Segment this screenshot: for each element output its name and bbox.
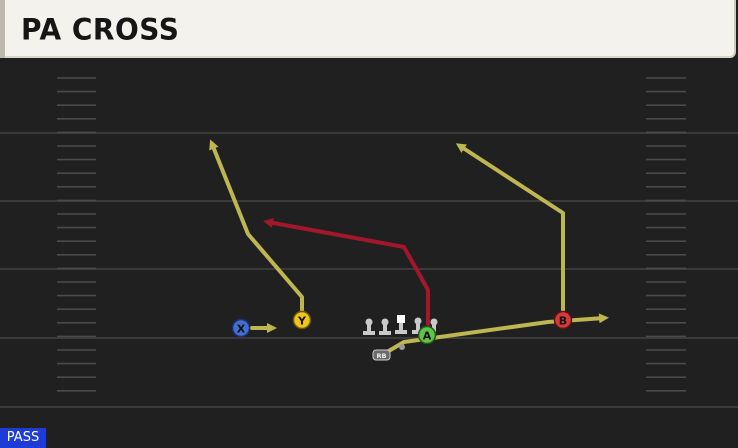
lineman-icon — [379, 318, 391, 335]
lineman-icon — [363, 318, 375, 335]
yard-lines — [0, 132, 738, 408]
play-title-bar: PA CROSS — [0, 0, 736, 58]
route-a-cross — [263, 217, 430, 326]
receiver-x-label: X — [237, 323, 246, 336]
receiver-b[interactable]: B — [553, 310, 573, 330]
receiver-a-label: A — [423, 330, 432, 343]
lineman-icon — [412, 317, 422, 334]
receiver-a[interactable]: A — [417, 325, 437, 345]
lineman-icon — [430, 318, 438, 332]
route-y-post — [209, 139, 304, 314]
center-icon — [395, 315, 407, 334]
hash-marks — [57, 77, 686, 392]
receiver-y-label: Y — [297, 315, 307, 328]
play-type-badge: PASS — [0, 428, 46, 448]
offensive-line — [363, 315, 438, 335]
running-back-label: RB — [377, 352, 387, 360]
football-field — [0, 62, 738, 448]
title-bar-edge — [0, 0, 5, 58]
receiver-b-label: B — [559, 315, 567, 328]
route-rb-flat — [385, 313, 609, 354]
route-b-corner — [455, 143, 565, 315]
receiver-y[interactable]: Y — [292, 310, 312, 330]
running-back[interactable]: RB — [372, 349, 391, 361]
routes — [209, 139, 609, 354]
qb-marker — [399, 344, 405, 350]
receiver-x[interactable]: X — [231, 318, 251, 338]
play-title: PA CROSS — [21, 12, 180, 47]
